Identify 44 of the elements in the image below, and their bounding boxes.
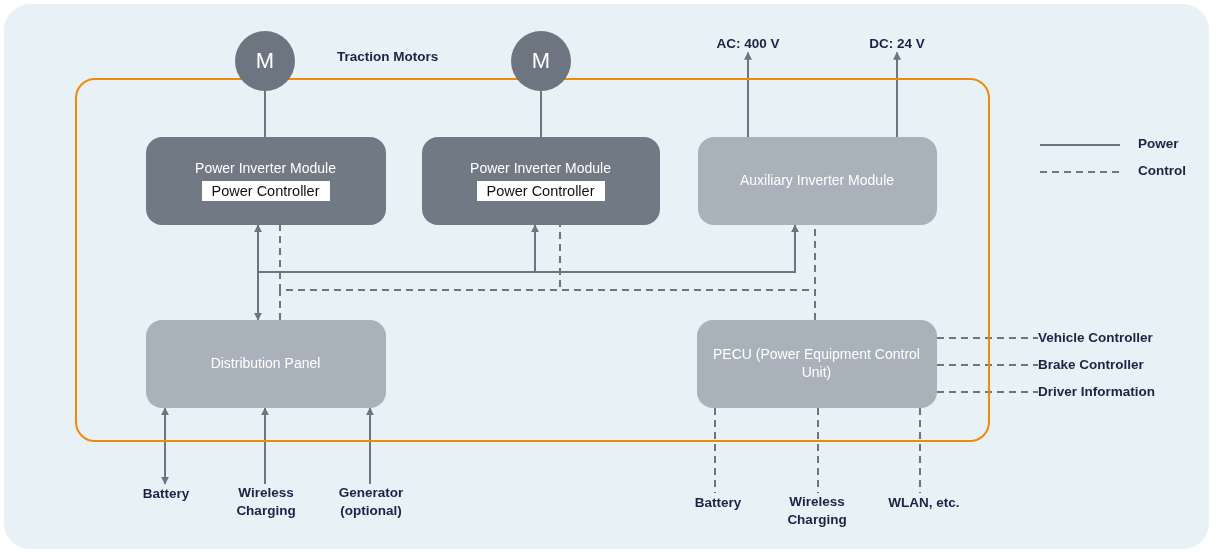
control-line: [936, 391, 1039, 393]
control-line: [919, 407, 921, 494]
module-title: Power Inverter Module: [469, 160, 612, 178]
terminal-text: Brake Controller: [1038, 356, 1145, 374]
module-title: PECU (Power Equipment Control Unit): [712, 346, 921, 381]
caption-text: Traction Motors: [337, 49, 439, 64]
module-box: [696, 319, 937, 408]
terminal-text: Driver Information: [1038, 383, 1157, 401]
legend-text: Power: [1138, 136, 1179, 151]
controller-tag: Power Controller: [476, 180, 605, 201]
control-line: [714, 407, 716, 494]
control-line: [936, 337, 1039, 339]
terminal-text: Vehicle Controller: [1038, 329, 1154, 347]
terminal-text: Wireless Charging: [235, 484, 297, 520]
power-line: [893, 51, 901, 138]
power-line: [540, 90, 542, 138]
terminal-text: Battery: [693, 494, 743, 512]
controller-tag: Power Controller: [201, 180, 330, 201]
control-line: [936, 364, 1039, 366]
power-line: [366, 407, 374, 485]
power-line: [264, 90, 266, 138]
control-line: [817, 407, 819, 494]
legend-text: Control: [1138, 163, 1186, 178]
terminal-text: Wireless Charging: [786, 493, 848, 529]
motor-symbol: M: [255, 47, 275, 75]
module-title: Distribution Panel: [209, 354, 322, 373]
system-frame: [75, 78, 990, 442]
module-box: [421, 136, 660, 225]
module-title: Auxiliary Inverter Module: [738, 171, 896, 190]
power-line: [254, 224, 262, 321]
power-line: [161, 407, 169, 485]
module-title: Power Inverter Module: [194, 160, 337, 178]
motor-symbol: M: [531, 47, 551, 75]
power-line: [744, 51, 752, 138]
power-line: [261, 407, 269, 485]
module-box: [145, 319, 386, 408]
terminal-text: DC: 24 V: [868, 35, 926, 53]
control-line: [279, 289, 816, 321]
terminal-text: Battery: [141, 485, 191, 503]
module-box: [145, 136, 386, 225]
module-box: [697, 136, 937, 225]
terminal-text: AC: 400 V: [715, 35, 781, 53]
terminal-text: WLAN, etc.: [887, 494, 961, 512]
terminal-text: Generator (optional): [337, 484, 405, 520]
